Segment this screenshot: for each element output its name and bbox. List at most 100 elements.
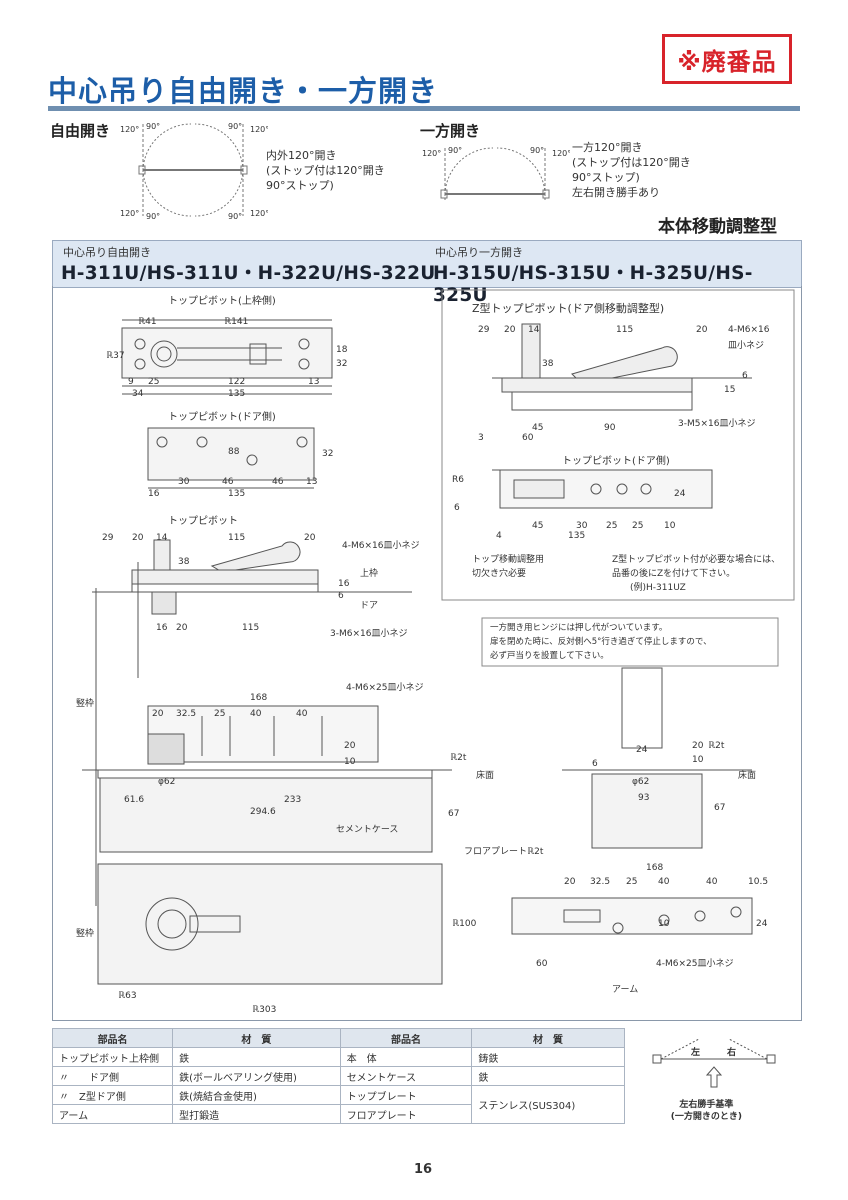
single-swing-label: 一方開き (420, 122, 481, 140)
dimension: 135 (568, 531, 585, 541)
technical-drawing: トップピボット(上枠側) トップピボット(ドア側) トップピボット Z型トップピ… (76, 289, 795, 1015)
drawing-label: トップピボット(上枠側) (168, 294, 276, 307)
drawing-label: 竪枠 (76, 697, 94, 709)
dimension: 25 (626, 877, 637, 887)
dimension: 46 (222, 477, 234, 487)
dimension: 32 (322, 449, 333, 459)
drawing-label: 竪枠 (76, 927, 94, 939)
table-row: 〃 ドア側 鉄(ボールベアリング使用) セメントケース 鉄 (51, 1066, 801, 1086)
z-note: (例)H-311UZ (630, 581, 686, 593)
drawing-label: トップピボット(ドア側) (562, 454, 670, 467)
dimension: 93 (638, 793, 649, 803)
hand-diagram: 左 右 (652, 1038, 776, 1087)
dimension: 168 (646, 863, 663, 873)
dimension: 40 (658, 877, 670, 887)
dimension: ℝ37 (106, 351, 125, 361)
model-header: 中心吊り自由開き H-311U/HS-311U・H-322U/HS-322U 中… (52, 240, 802, 306)
z-note: Z型トップピボット付が必要な場合には、 (612, 553, 780, 565)
dimension: φ62 (632, 777, 649, 787)
table-cell: 鉄(焼結合金使用) (172, 1085, 341, 1105)
table-row: トップピボット上枠側 鉄 本 体 鋳鉄 (51, 1047, 801, 1067)
table-cell: トップピボット上枠側 (51, 1047, 174, 1067)
dimension: 60 (536, 959, 548, 969)
dimension: 3 (478, 433, 484, 443)
adjust-type-label: 本体移動調整型 (658, 217, 777, 237)
dimension: 9 (128, 377, 134, 387)
dimension: 115 (242, 623, 259, 633)
dimension: 46 (272, 477, 284, 487)
free-swing-diagram: 120° 90° 90° 120° 120° 90° 90° 120° (120, 122, 268, 220)
dimension: 67 (448, 809, 459, 819)
legend-caption: 左右勝手基準(一方開きのとき) (670, 1099, 742, 1122)
dimension: 25 (148, 377, 159, 387)
angle-label: 90° (448, 146, 462, 155)
dimension: 29 (478, 325, 490, 335)
table-cell: 鋳鉄 (471, 1047, 625, 1067)
dimension: 16 (148, 489, 160, 499)
screw-note: 4-M6×16 (728, 325, 770, 335)
screw-note: 皿小ネジ (728, 340, 764, 351)
angle-label: 90° (228, 212, 242, 220)
angle-label: 120° (552, 149, 570, 158)
dimension: 20 (132, 533, 144, 543)
drawing-label: 床面 (476, 769, 494, 781)
dimension: φ62 (158, 777, 175, 787)
drawing-label: ドア (360, 601, 378, 611)
parts-table: 部品名 材 質 部品名 材 質 左 右 左右勝手基準(一方開きのとき) トップピ… (51, 1028, 801, 1124)
dimension: 25 (632, 521, 643, 531)
dimension: 15 (724, 385, 735, 395)
dimension: 10 (692, 755, 704, 765)
table-row: 〃 Z型ドア側 鉄(焼結合金使用) トップブレート ステンレス(SUS304) (51, 1085, 801, 1124)
table-cell: 型打鍛造 (172, 1104, 341, 1124)
dimension: 38 (542, 359, 554, 369)
table-cell: 鉄 (471, 1066, 625, 1086)
table-header: 材 質 (471, 1028, 625, 1048)
drawing-label: Z型トップピボット(ドア側移動調整型) (472, 301, 664, 315)
dimension: 6 (742, 371, 748, 381)
dimension: ℝ141 (224, 317, 248, 327)
dimension: 10 (344, 757, 356, 767)
dimension: 294.6 (250, 807, 276, 817)
angle-label: 120° (120, 209, 139, 218)
dimension: ℝ2t (708, 741, 725, 751)
dimension: 20 (692, 741, 704, 751)
dimension: 13 (308, 377, 319, 387)
table-cell: フロアプレート (339, 1104, 473, 1124)
angle-label: 90° (530, 146, 544, 155)
dimension: ℝ100 (452, 919, 477, 929)
dimension: 20 (564, 877, 576, 887)
screw-note: 4-M6×25皿小ネジ (346, 682, 423, 693)
dimension: 40 (706, 877, 718, 887)
dimension: 16 (156, 623, 168, 633)
dimension: 88 (228, 447, 240, 457)
dimension: 32.5 (176, 709, 196, 719)
dimension: 233 (284, 795, 301, 805)
dimension: 6 (592, 759, 598, 769)
dimension: 25 (606, 521, 617, 531)
table-cell: 〃 ドア側 (51, 1066, 174, 1086)
dimension: 6 (454, 503, 460, 513)
dimension: 20 (504, 325, 516, 335)
dimension: 122 (228, 377, 245, 387)
dimension: 40 (296, 709, 308, 719)
page-title: 中心吊り自由開き・一方開き (48, 74, 439, 108)
table-cell: セメントケース (339, 1066, 473, 1086)
drawing-label: アーム (612, 984, 638, 995)
dimension: 24 (756, 919, 768, 929)
hand-legend: 左 右 左右勝手基準(一方開きのとき) (624, 1028, 800, 1124)
drawing-label: フロアプレートℝ2t (464, 846, 544, 857)
model-left-codes: H-311U/HS-311U・H-322U/HS-322U (61, 263, 436, 284)
drawing-frame (52, 286, 802, 1021)
dimension: ℝ2t (450, 753, 467, 763)
drawing-label: 上枠 (360, 567, 378, 579)
dimension: 60 (522, 433, 534, 443)
dimension: 20 (304, 533, 316, 543)
dimension: 24 (636, 745, 648, 755)
single-swing-note: 一方開き用ヒンジには押し代がついています。 (490, 622, 667, 633)
dimension: 30 (178, 477, 190, 487)
dimension: 14 (528, 325, 540, 335)
slot-note: トップ移動調整用 (472, 553, 544, 565)
slot-note: 切欠き穴必要 (472, 567, 526, 579)
table-header: 材 質 (172, 1028, 341, 1048)
